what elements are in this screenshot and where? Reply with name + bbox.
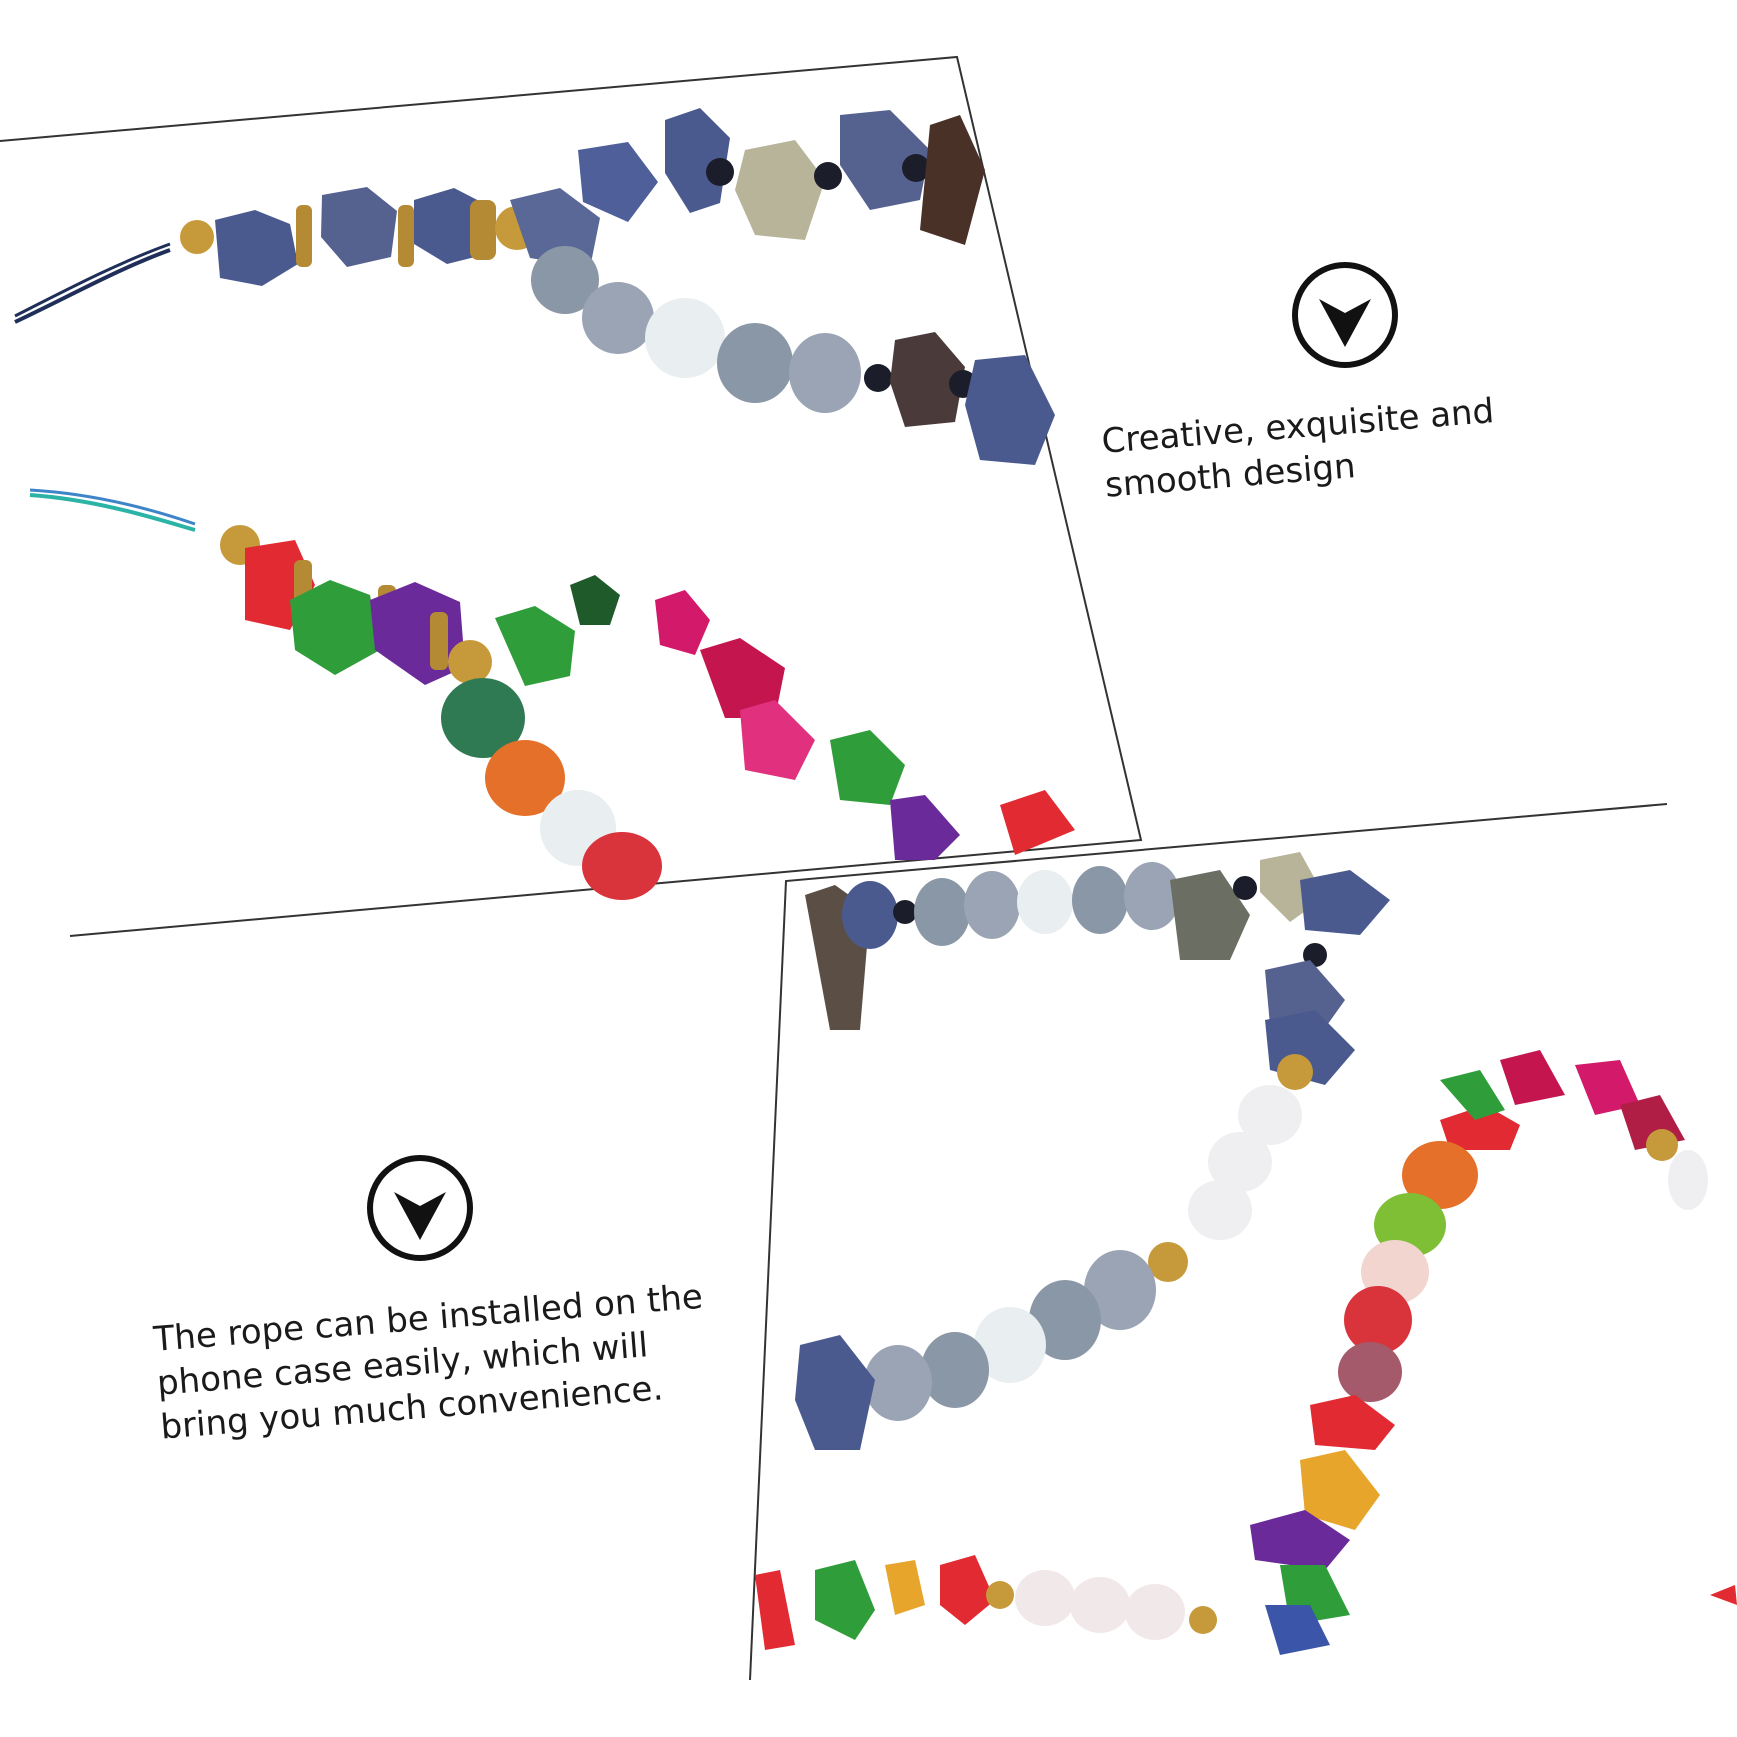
chevron-down-circle-icon	[367, 1155, 473, 1261]
top-photo-sodalite-strap	[14, 108, 1055, 465]
bottom-photo-mixed-strap	[755, 852, 1737, 1655]
top-photo-colorful-strap	[29, 488, 1075, 900]
bottom-photo-frame	[749, 803, 1668, 1681]
chevron-down-circle-icon	[1292, 262, 1398, 368]
